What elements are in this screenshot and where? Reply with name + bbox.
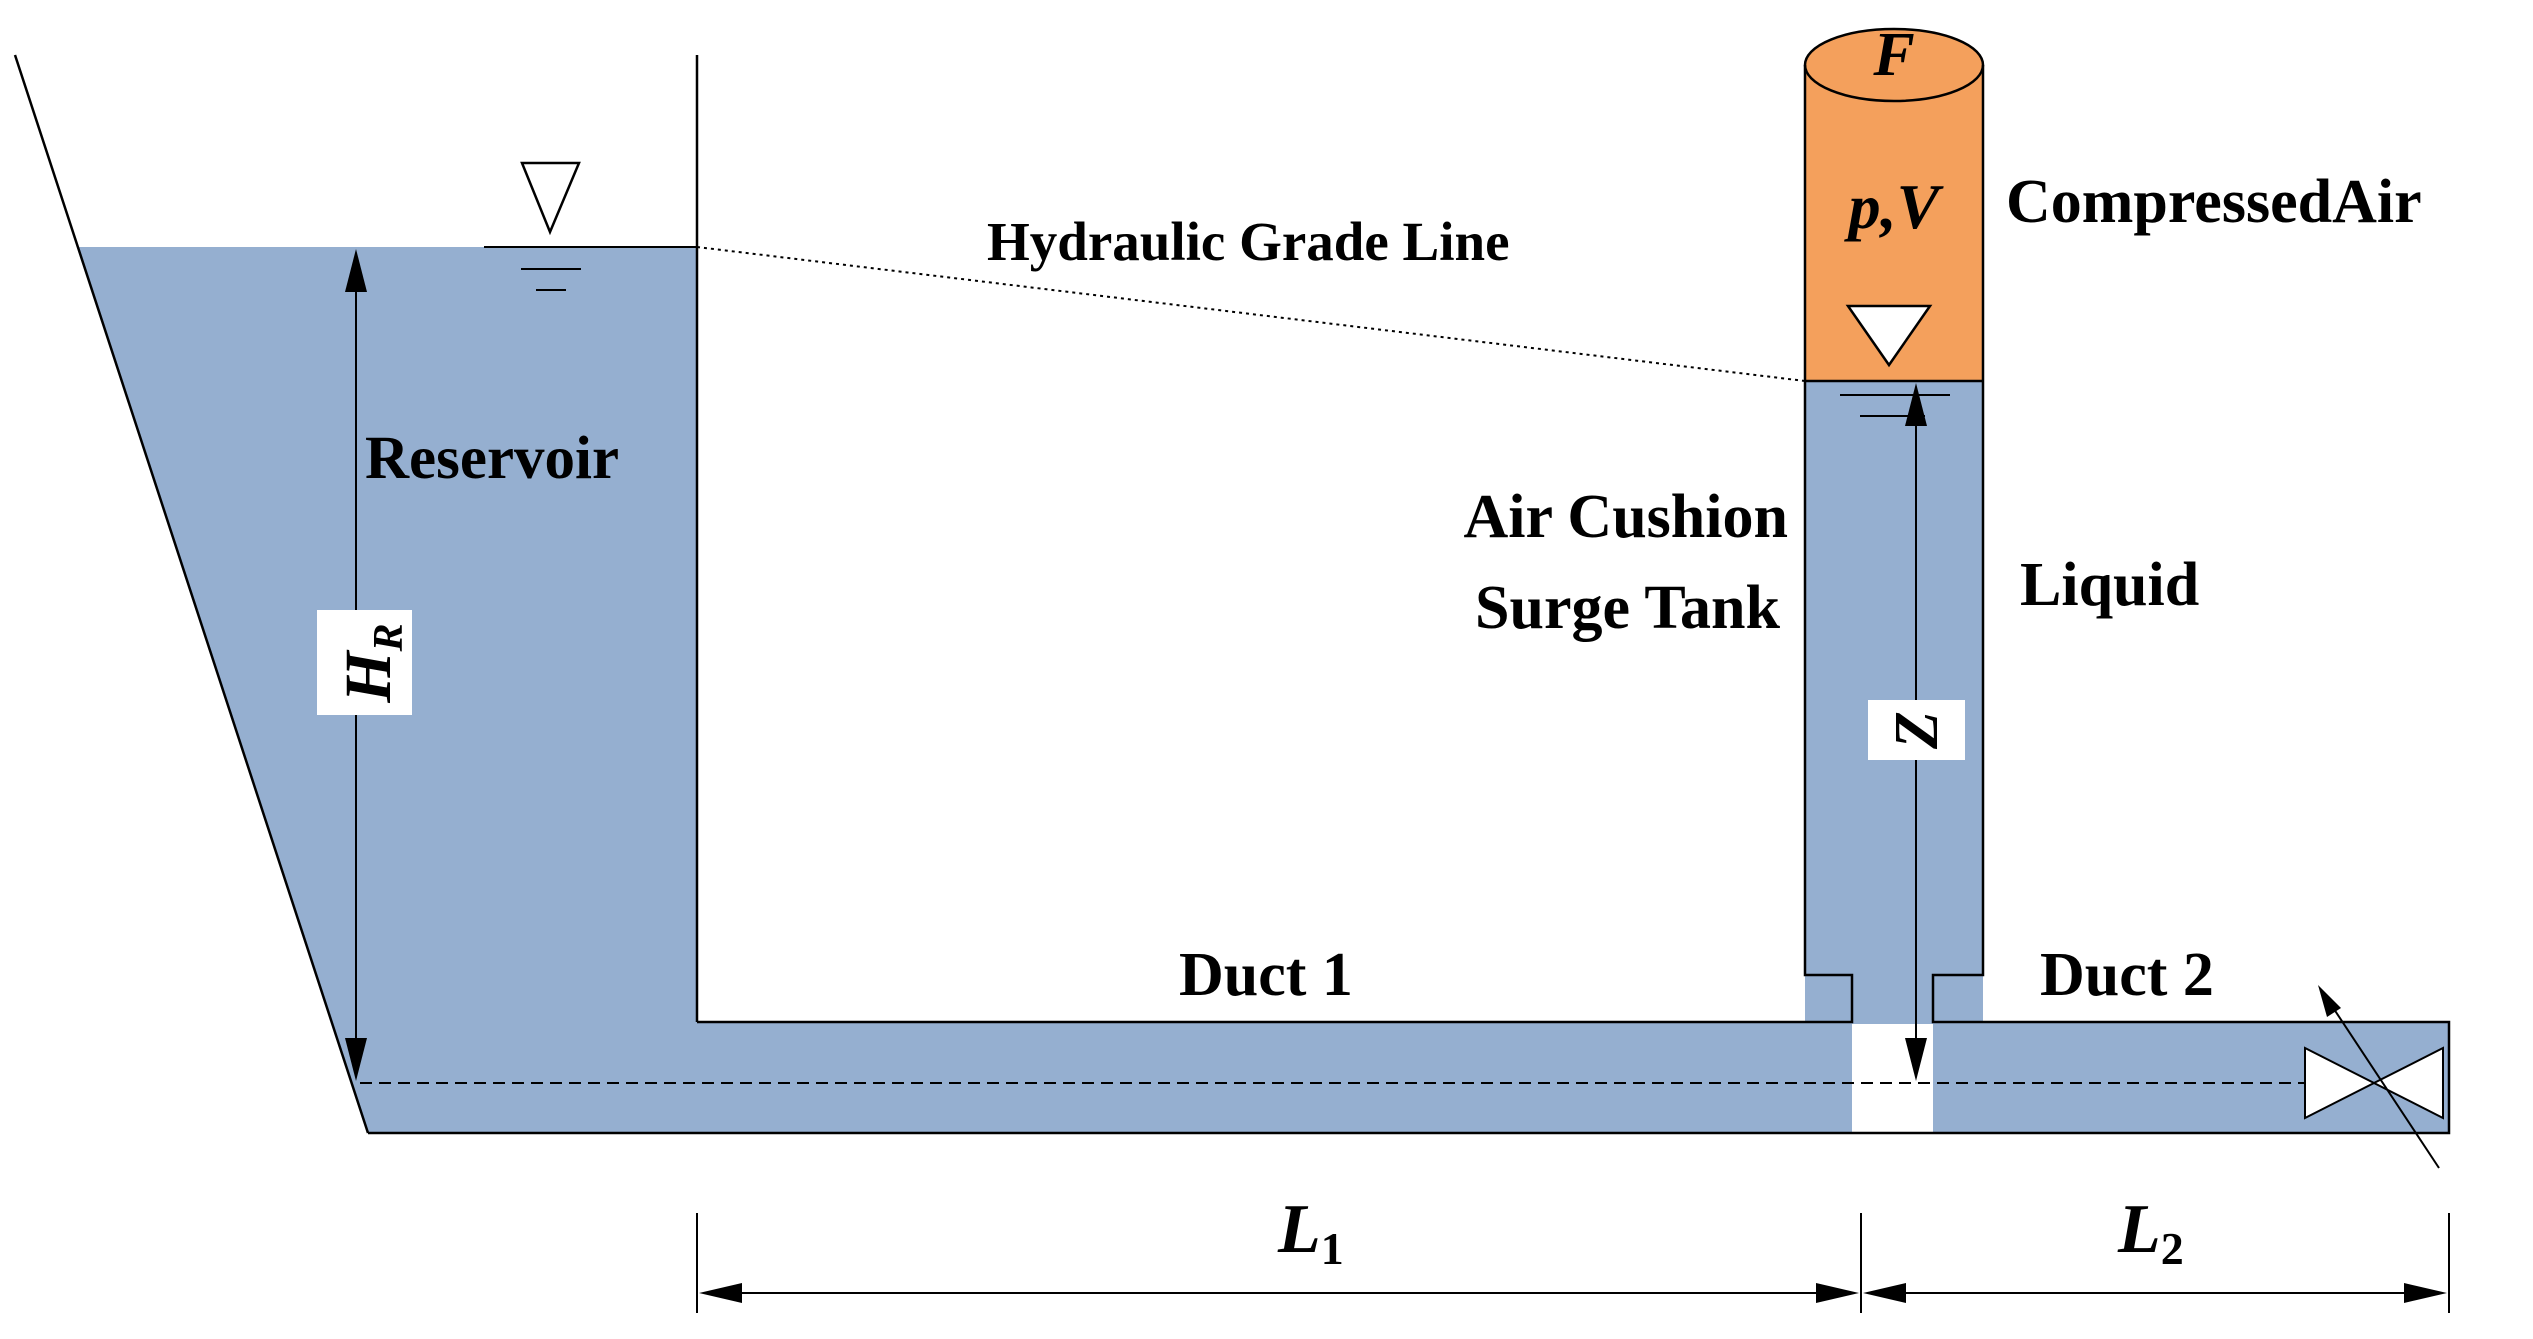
length-arrowheads xyxy=(699,1283,2447,1303)
length2-subscript: 2 xyxy=(2161,1223,2184,1274)
structure-outline xyxy=(13,54,2451,1135)
head-subscript: R xyxy=(366,623,412,652)
reservoir-label: Reservoir xyxy=(365,425,619,492)
head-dimension-arrow xyxy=(317,249,412,1081)
length1-symbol: L xyxy=(1277,1191,1321,1268)
length2-symbol: L xyxy=(2117,1191,2161,1268)
hydraulic-grade-line-label: Hydraulic Grade Line xyxy=(987,211,1510,272)
compressed-air-label: CompressedAir xyxy=(2006,168,2422,236)
length2-label: L2 xyxy=(2117,1191,2184,1274)
svg-text:HR: HR xyxy=(332,623,412,703)
surge-tank-label-line1: Air Cushion xyxy=(1464,483,1788,551)
pressure-volume-label: p,V xyxy=(1844,171,1945,242)
length1-subscript: 1 xyxy=(1321,1223,1344,1274)
duct2-label: Duct 2 xyxy=(2040,941,2214,1009)
length1-label: L1 xyxy=(1277,1191,1344,1274)
z-label: Z xyxy=(1883,711,1951,750)
reservoir-water xyxy=(78,247,1852,1133)
head-label: HR xyxy=(332,623,412,703)
surge-tank-water-level-icon xyxy=(1840,304,1950,417)
liquid-label: Liquid xyxy=(2020,551,2199,619)
z-dimension-arrow xyxy=(1868,383,1965,1081)
force-label: F xyxy=(1872,21,1914,89)
duct2-liquid xyxy=(1933,1022,2449,1133)
duct1-label: Duct 1 xyxy=(1179,941,1353,1009)
surge-tank-label-line2: Surge Tank xyxy=(1475,574,1781,642)
reservoir-water-level-icon xyxy=(484,161,697,291)
head-symbol: H xyxy=(332,649,405,704)
z-symbol: Z xyxy=(1883,711,1951,750)
length-dimensions xyxy=(696,1213,2450,1313)
valve-icon xyxy=(2304,985,2444,1169)
